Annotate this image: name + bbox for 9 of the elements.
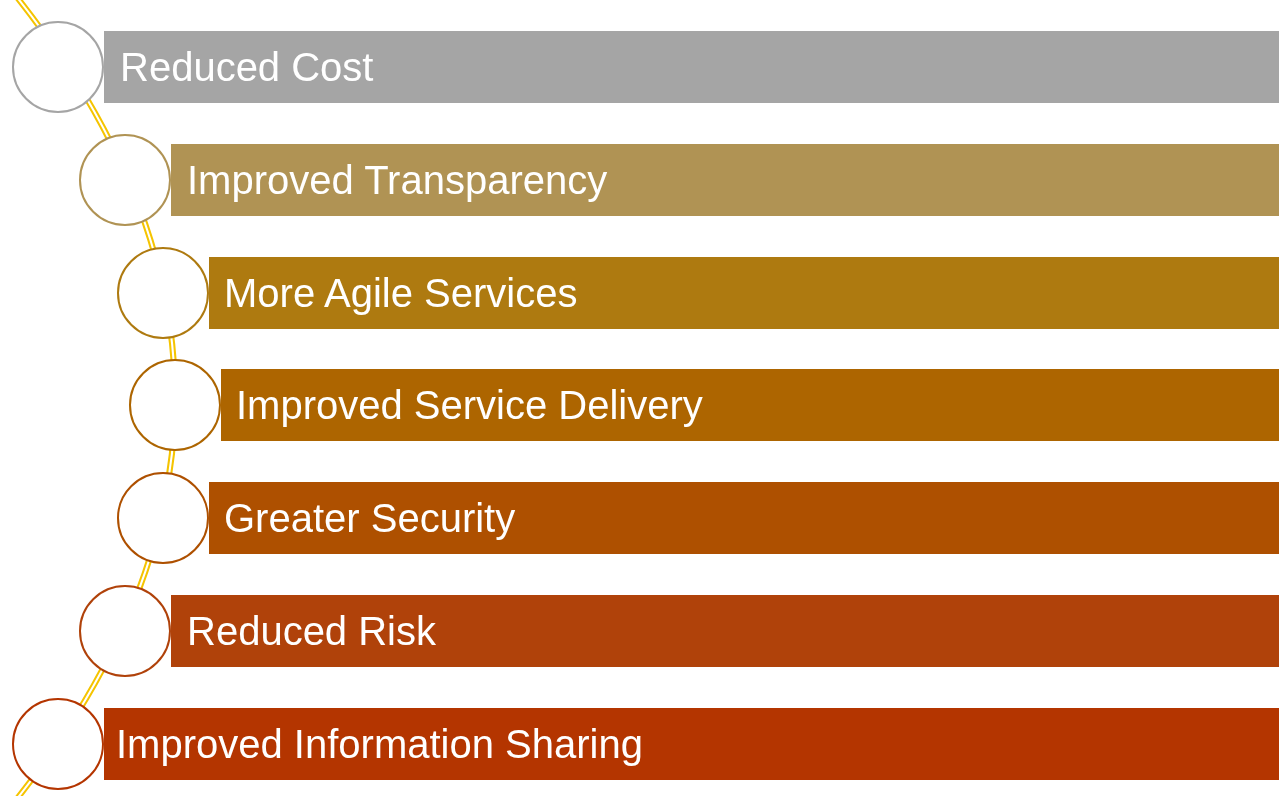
list-bar: Reduced Risk [171, 595, 1279, 667]
list-bar: More Agile Services [209, 257, 1279, 329]
list-bar: Improved Transparency [171, 144, 1279, 216]
list-bar: Greater Security [209, 482, 1279, 554]
list-bar: Improved Service Delivery [221, 369, 1279, 441]
circle-marker [12, 698, 104, 790]
list-bar: Improved Information Sharing [104, 708, 1279, 780]
circle-marker [12, 21, 104, 113]
list-bar: Reduced Cost [104, 31, 1279, 103]
